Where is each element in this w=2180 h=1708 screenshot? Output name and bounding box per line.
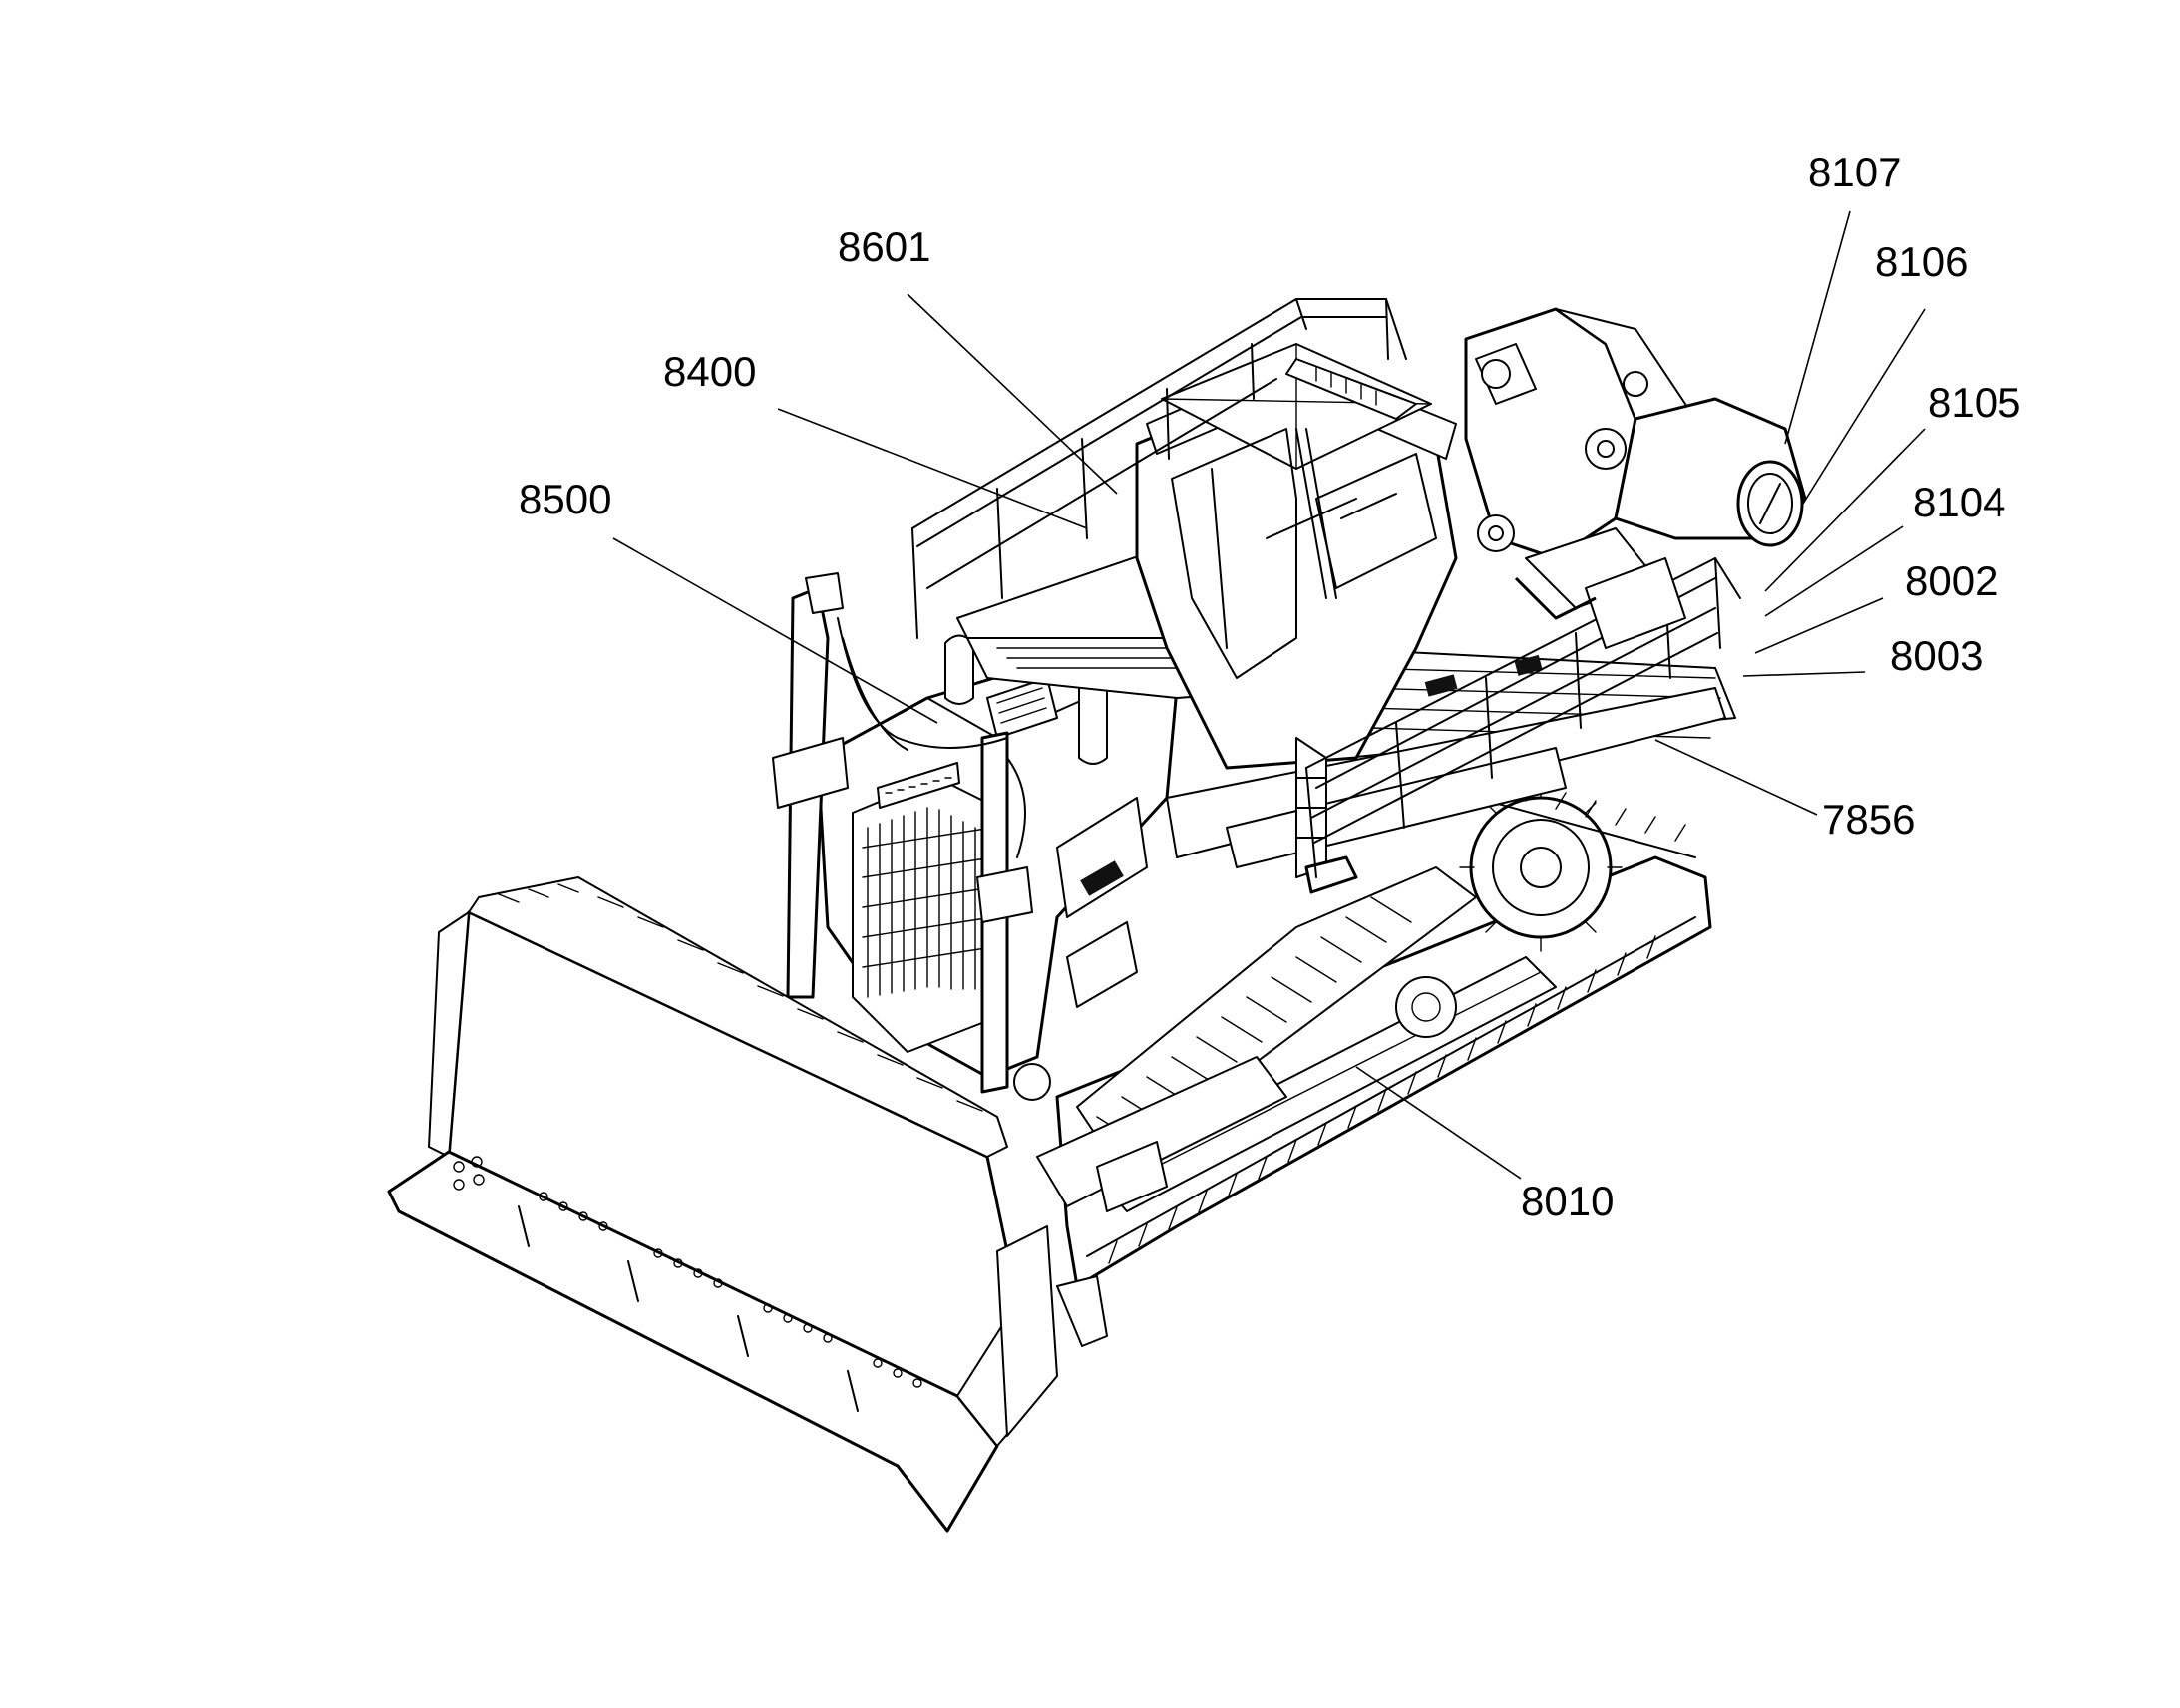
exhaust-stack (944, 634, 974, 705)
leader-8003 (1742, 671, 1866, 677)
reference-numerals: 8107 8106 8105 8104 8002 8003 8601 8400 … (519, 149, 2020, 1224)
ref-8500: 8500 (519, 476, 611, 522)
operator-cab (1135, 343, 1458, 894)
brand-plate-lettering (885, 777, 952, 794)
dozer-blade (387, 876, 1287, 1533)
leader-8104 (1764, 525, 1904, 617)
ref-8107: 8107 (1808, 149, 1901, 195)
leader-8002 (1754, 597, 1884, 654)
idler-wheel (1395, 976, 1457, 1038)
leader-lines (612, 210, 1926, 1180)
leader-8105 (1764, 428, 1926, 592)
ref-8105: 8105 (1928, 379, 2020, 426)
ref-8106: 8106 (1875, 238, 1968, 285)
leader-8107 (1784, 210, 1851, 445)
leader-7856 (1654, 739, 1818, 816)
cutting-edge-bolts (453, 1156, 922, 1388)
ref-8002: 8002 (1905, 557, 1998, 604)
leader-8010 (1355, 1066, 1522, 1180)
ref-8104: 8104 (1913, 479, 2005, 525)
lift-cylinders (772, 572, 1033, 1094)
ripper-assembly (1464, 307, 1807, 649)
ref-8400: 8400 (663, 348, 756, 395)
ref-8601: 8601 (838, 223, 930, 270)
leader-8106 (1802, 308, 1926, 505)
leader-8500 (612, 537, 938, 724)
ref-8003: 8003 (1890, 632, 1983, 679)
handrail (911, 298, 1741, 878)
leader-8400 (777, 408, 1088, 529)
track-assembly (1055, 776, 1712, 1347)
leader-8601 (907, 293, 1118, 495)
ref-7856: 7856 (1822, 796, 1915, 843)
ref-8010: 8010 (1521, 1178, 1614, 1224)
